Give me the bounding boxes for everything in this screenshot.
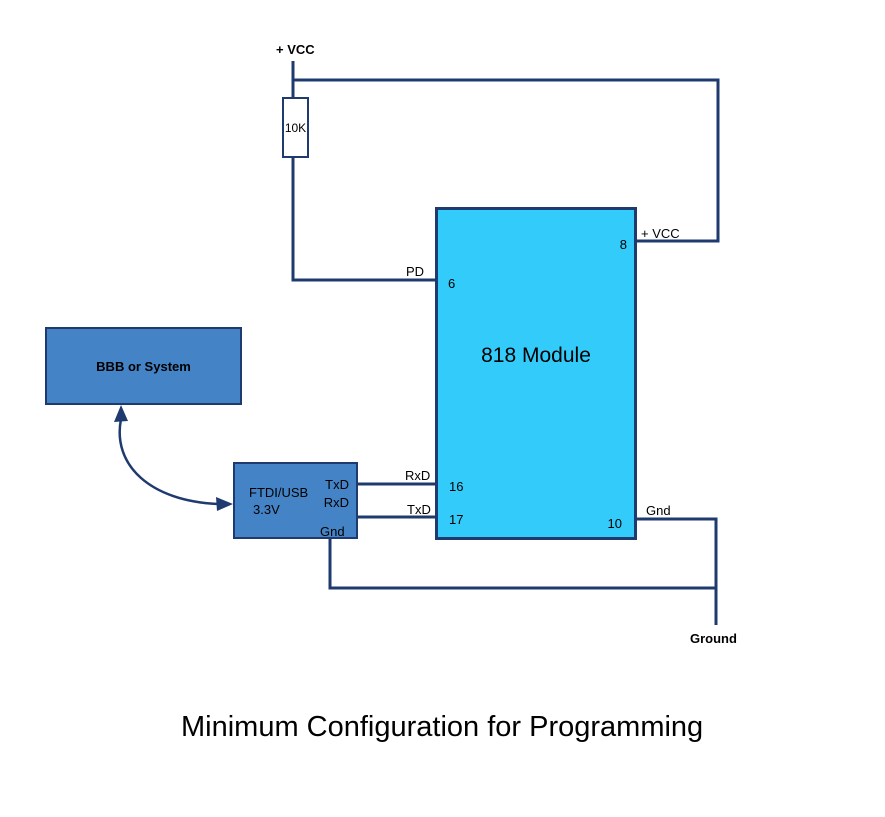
vcc-top-label: + VCC [276, 42, 315, 57]
bbb-system-box: BBB or System [45, 327, 242, 405]
pin10-gnd-label: Gnd [646, 503, 671, 518]
resistor-value-label: 10K [284, 120, 307, 135]
pin6-pd-label: PD [406, 264, 425, 279]
arrowhead-up-icon [114, 405, 128, 422]
ftdi-voltage-label: 3.3V [253, 502, 280, 517]
module-title: 818 Module [481, 344, 591, 367]
ftdi-name-label: FTDI/USB [249, 485, 309, 500]
pin8-vcc-label: + VCC [641, 226, 680, 241]
bbb-ftdi-arrow-curve [118, 418, 219, 506]
arrowhead-right-icon [216, 497, 233, 511]
module-818-box: 818 Module 8 6 16 17 10 [435, 207, 637, 540]
ground-label: Ground [690, 631, 737, 646]
module-pin-10: 10 [607, 516, 622, 531]
module-pin-16: 16 [449, 479, 464, 494]
module-pin-8: 8 [619, 237, 627, 252]
ftdi-gnd-pin-label: Gnd [320, 524, 345, 539]
pin17-txd-label: TxD [407, 502, 431, 517]
diagram-title: Minimum Configuration for Programming [181, 711, 704, 743]
bbb-system-label: BBB or System [96, 358, 191, 374]
pin16-rxd-label: RxD [405, 468, 431, 483]
resistor-10k: 10K [282, 97, 309, 158]
ftdi-rxd-pin-label: RxD [323, 495, 349, 510]
module-pin-17: 17 [449, 512, 464, 527]
ftdi-txd-pin-label: TxD [325, 477, 349, 492]
ftdi-usb-box: FTDI/USB 3.3V TxD RxD Gnd [233, 462, 358, 539]
module-pin-6: 6 [448, 276, 456, 291]
